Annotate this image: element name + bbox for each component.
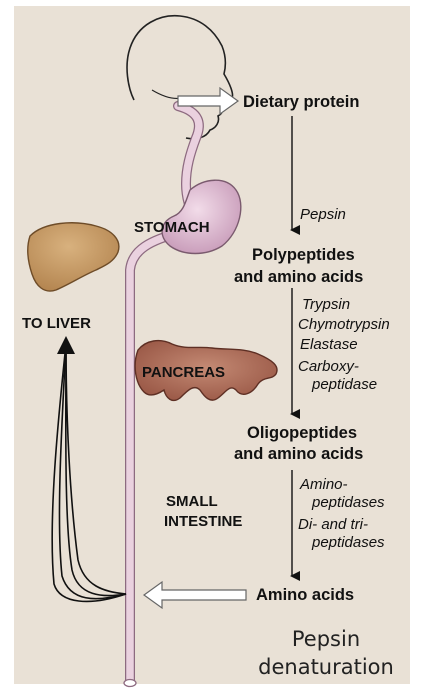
enzyme-ditripeptidase-line1: Di- and tri- [298, 516, 368, 534]
enzyme-aminopeptidase-line1: Amino- [300, 476, 348, 494]
small-intestine-label-line2: INTESTINE [164, 512, 242, 531]
enzyme-carboxypeptidase-line1: Carboxy- [298, 358, 359, 376]
oligopeptides-label-line2: and amino acids [234, 444, 363, 464]
tube-end [124, 680, 136, 687]
stomach-label: STOMACH [134, 218, 210, 237]
caption-line1: Pepsin [246, 624, 406, 654]
pancreas-label: PANCREAS [142, 363, 225, 382]
polypeptides-label-line1: Polypeptides [252, 245, 355, 265]
enzyme-elastase: Elastase [300, 336, 358, 354]
amino-acids-label: Amino acids [256, 585, 354, 605]
oligopeptides-label-line1: Oligopeptides [247, 423, 357, 443]
small-intestine-label-line1: SMALL [166, 492, 218, 511]
enzyme-aminopeptidase-line2: peptidases [312, 494, 385, 512]
enzyme-carboxypeptidase-line2: peptidase [312, 376, 377, 394]
enzyme-chymotrypsin: Chymotrypsin [298, 316, 390, 334]
enzyme-ditripeptidase-line2: peptidases [312, 534, 385, 552]
enzyme-trypsin: Trypsin [302, 296, 350, 314]
caption-line2: denaturation [246, 652, 406, 682]
polypeptides-label-line2: and amino acids [234, 267, 363, 287]
enzyme-pepsin: Pepsin [300, 206, 346, 224]
to-liver-label: TO LIVER [22, 314, 91, 333]
dietary-protein-label: Dietary protein [243, 92, 359, 112]
